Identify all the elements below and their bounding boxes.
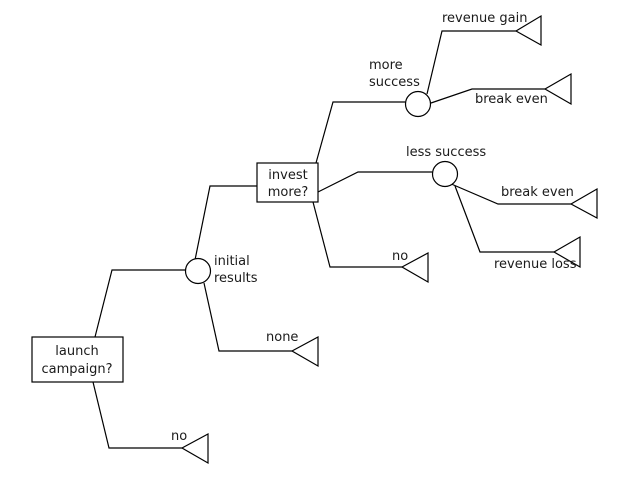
more-success-label-line2: success <box>369 75 420 90</box>
branch-initial-to-invest <box>194 185 257 261</box>
chance-node-more-success <box>404 90 432 118</box>
branch-launch-no <box>92 381 182 449</box>
invest-label-line1: invest <box>268 168 307 183</box>
launch-no-label: no <box>171 429 187 444</box>
chance-node-less-success <box>431 160 459 188</box>
terminal-none <box>290 335 319 368</box>
branch-revenue-loss <box>454 185 554 253</box>
more-success-label-line1: more <box>369 58 403 73</box>
less-success-label: less success <box>406 145 486 160</box>
initial-results-label-line2: results <box>214 271 258 286</box>
branch-invest-more-success <box>315 101 405 164</box>
chance-node-initial-results <box>184 257 212 285</box>
decision-node-launch <box>31 336 124 383</box>
terminal-break-even-lower <box>569 187 598 220</box>
branch-launch-yes <box>94 269 186 338</box>
branch-revenue-gain <box>426 30 516 95</box>
decision-node-invest <box>256 162 319 203</box>
branch-lines <box>92 30 571 449</box>
break-even-lower-label: break even <box>501 185 574 200</box>
initial-results-label-line1: initial <box>214 254 250 269</box>
launch-label-line1: launch <box>55 344 98 359</box>
terminal-invest-no <box>400 251 429 284</box>
branch-initial-none <box>203 282 292 352</box>
break-even-upper-label: break even <box>475 92 548 107</box>
invest-label-line2: more? <box>268 185 309 200</box>
revenue-gain-label: revenue gain <box>442 11 527 26</box>
branch-break-even-upper <box>430 88 545 104</box>
branch-invest-no <box>312 201 402 268</box>
revenue-loss-label: revenue loss <box>494 257 577 272</box>
launch-label-line2: campaign? <box>42 362 113 377</box>
terminal-revenue-loss <box>552 235 581 269</box>
terminal-revenue-gain <box>514 14 542 47</box>
branch-invest-less-success <box>317 171 432 193</box>
none-label: none <box>266 330 298 345</box>
invest-no-label: no <box>392 249 408 264</box>
terminal-launch-no <box>180 432 209 465</box>
branch-break-even-lower <box>448 182 571 205</box>
terminal-break-even-upper <box>543 72 572 106</box>
